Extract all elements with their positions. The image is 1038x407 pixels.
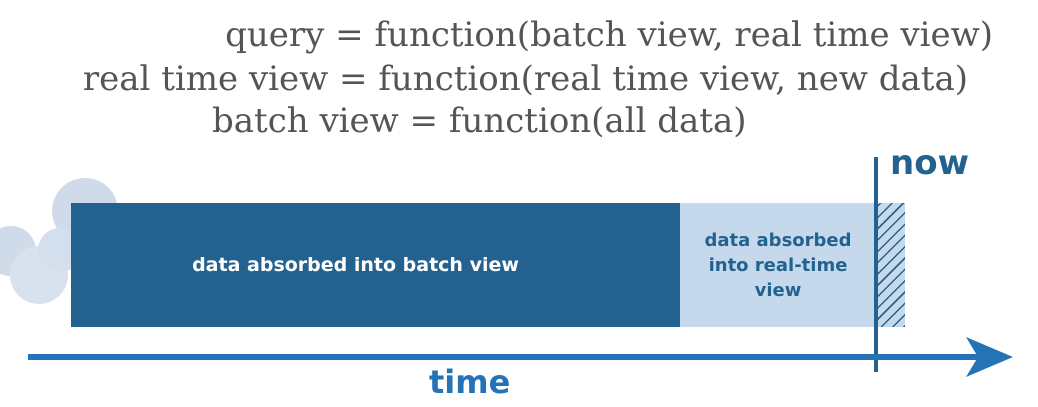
unprocessed-data-hatch [876, 203, 905, 327]
time-axis-arrow [28, 337, 1013, 377]
query-formula: query = function(batch view, real time v… [225, 15, 993, 55]
batch-view-block: data absorbed into batch view [71, 203, 680, 327]
time-axis-arrowhead [966, 337, 1013, 377]
batch-view-label: data absorbed into batch view [192, 254, 519, 276]
real-time-view-formula: real time view = function(real time view… [82, 59, 968, 99]
real-time-view-block: data absorbed into real-time view [680, 203, 876, 327]
now-label: now [890, 143, 969, 183]
real-time-view-label: data absorbed into real-time view [704, 229, 852, 301]
time-axis-label: time [429, 363, 511, 401]
batch-view-formula: batch view = function(all data) [212, 101, 747, 141]
now-marker-line [874, 157, 878, 372]
